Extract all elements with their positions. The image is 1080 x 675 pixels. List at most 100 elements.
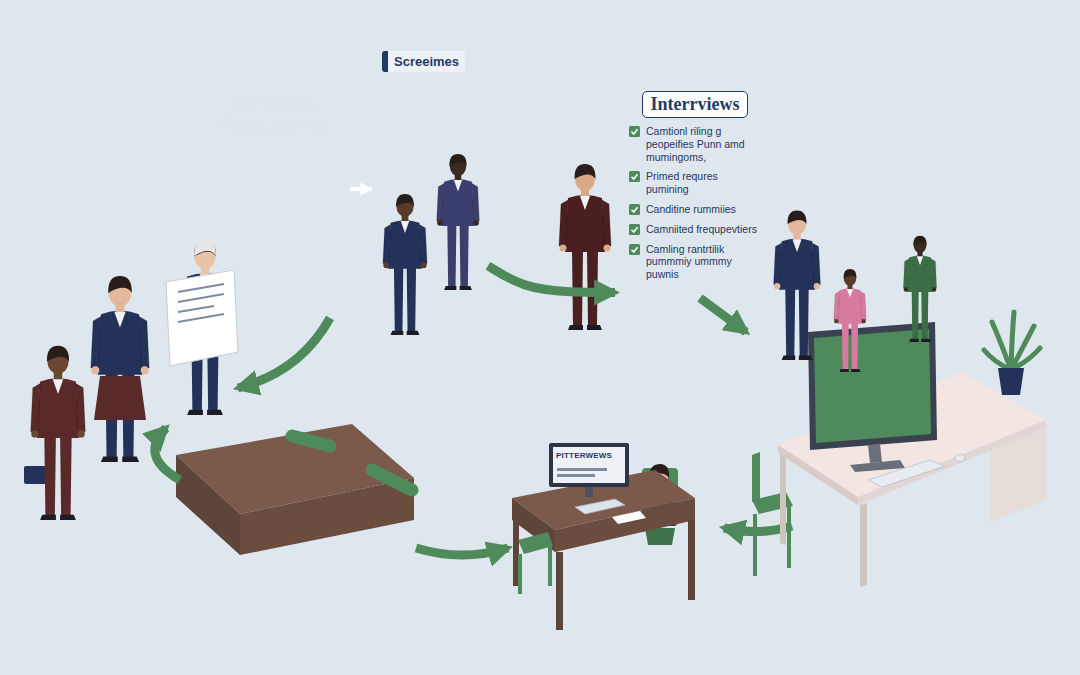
- checklist-item: Primed requres pumining: [646, 170, 761, 196]
- right-desk-part: [868, 460, 945, 487]
- right-desk-part: [868, 444, 882, 463]
- check-box: [629, 244, 640, 255]
- center-desk-part: [645, 528, 675, 545]
- panel-shape: [372, 15, 488, 310]
- chairs-part: [787, 506, 791, 568]
- screening-line: [401, 156, 445, 159]
- screening-icon: [382, 115, 452, 168]
- panel-heading-row: Screeimes: [382, 51, 478, 72]
- people-part: [774, 211, 821, 360]
- checklist-row: Camling rantrtilik pummmiy ummmy puwnis: [629, 243, 761, 281]
- flow-dashes-part: [372, 470, 412, 490]
- panel-heading-row: Pinding the Right peeormer: [214, 95, 336, 135]
- checklist-row: Camniited frequpevtiers: [629, 223, 761, 236]
- people-part: [383, 194, 427, 335]
- panel-heading: Screeimes: [382, 51, 465, 72]
- flow-connector: [350, 187, 372, 191]
- check-box: [629, 204, 640, 215]
- check-box: [629, 126, 640, 137]
- document-dot: [267, 226, 277, 236]
- checklist-item: Camniited frequpevtiers: [646, 223, 757, 236]
- right-desk-part: [814, 329, 931, 443]
- people: [24, 154, 937, 520]
- flow-dashes: [292, 436, 412, 490]
- check-box: [629, 171, 640, 182]
- document-line: [266, 191, 314, 194]
- flow-connector: [488, 266, 615, 293]
- screening-panel: Screeimes: [372, 15, 488, 310]
- people-part: [31, 346, 86, 520]
- check-mark: [632, 207, 638, 212]
- document-icon: [258, 151, 322, 299]
- center-desk-part: [555, 498, 695, 552]
- center-desk-part: [557, 474, 595, 477]
- document-line: [282, 229, 314, 232]
- right-desk-part: [955, 455, 965, 462]
- people-part: [94, 376, 146, 420]
- left-desk: [176, 424, 414, 555]
- checklist-row: Primed requres pumining: [629, 170, 761, 196]
- document-line: [266, 277, 314, 280]
- people-part: [166, 270, 238, 366]
- panel-shape: [200, 55, 350, 323]
- chairs-part: [518, 532, 553, 554]
- chairs-part: [548, 546, 552, 586]
- document-line: [266, 169, 312, 174]
- right-desk-part: [778, 445, 858, 505]
- panel-outline: [200, 55, 350, 323]
- panel-shape: [615, 35, 777, 331]
- check-box: [629, 126, 640, 137]
- check-box: [629, 244, 640, 255]
- plant: [984, 312, 1040, 395]
- screening-line: [382, 123, 452, 126]
- title-panel: Pinding the Right peeormer: [200, 55, 350, 323]
- check-box: [629, 171, 640, 182]
- center-desk-part: [549, 443, 629, 487]
- checklist-item: Camtionl riling g peopeifies Punn amd mu…: [646, 125, 761, 163]
- flow-arrows-part: [155, 428, 180, 480]
- people-part: [559, 164, 611, 330]
- people-part: [194, 239, 216, 256]
- document-line: [266, 247, 314, 250]
- left-desk-part: [240, 478, 414, 555]
- screening-line: [401, 163, 445, 166]
- check-box: [629, 224, 640, 235]
- center-desk-part: [688, 520, 695, 600]
- checklist-row: Camtionl riling g peopeifies Punn amd mu…: [629, 125, 761, 163]
- right-desk-part: [780, 453, 786, 545]
- center-desk-part: [553, 447, 625, 483]
- checklist-item: Camling rantrtilik pummmiy ummmy puwnis: [646, 243, 761, 281]
- check-box: [629, 204, 640, 215]
- center-desk-part: [557, 468, 607, 471]
- left-desk-part: [176, 455, 240, 555]
- screen-text: PITTERWEWS: [556, 451, 624, 460]
- checklist-row: Canditine rummiies: [629, 203, 761, 216]
- center-desk: [512, 443, 695, 630]
- checklist-item: Canditine rummiies: [646, 203, 736, 216]
- people-part: [834, 269, 866, 372]
- document-line: [266, 211, 314, 214]
- screening-line: [382, 115, 452, 118]
- check-mark: [632, 175, 638, 180]
- right-desk-part: [860, 503, 867, 587]
- chairs: [518, 452, 793, 594]
- flow-arrows-part: [700, 298, 746, 332]
- screening-icon: [382, 155, 395, 168]
- check-box: [629, 224, 640, 235]
- right-desk-part: [850, 460, 905, 472]
- plant-part: [998, 368, 1024, 395]
- screening-line: [382, 131, 452, 134]
- chairs-part: [753, 514, 757, 576]
- document-icon: [258, 151, 322, 299]
- flow-arrows-part: [416, 548, 508, 555]
- panel-outline: [615, 35, 777, 331]
- panel-heading-row: Interrviews: [629, 91, 761, 118]
- center-desk-part: [556, 552, 563, 630]
- flow-arrows: [155, 298, 792, 555]
- flow-arrows-part: [238, 318, 330, 388]
- plant-part: [984, 312, 1040, 370]
- interview-panel: InterrviewsCamtionl riling g peopeifies …: [615, 35, 777, 331]
